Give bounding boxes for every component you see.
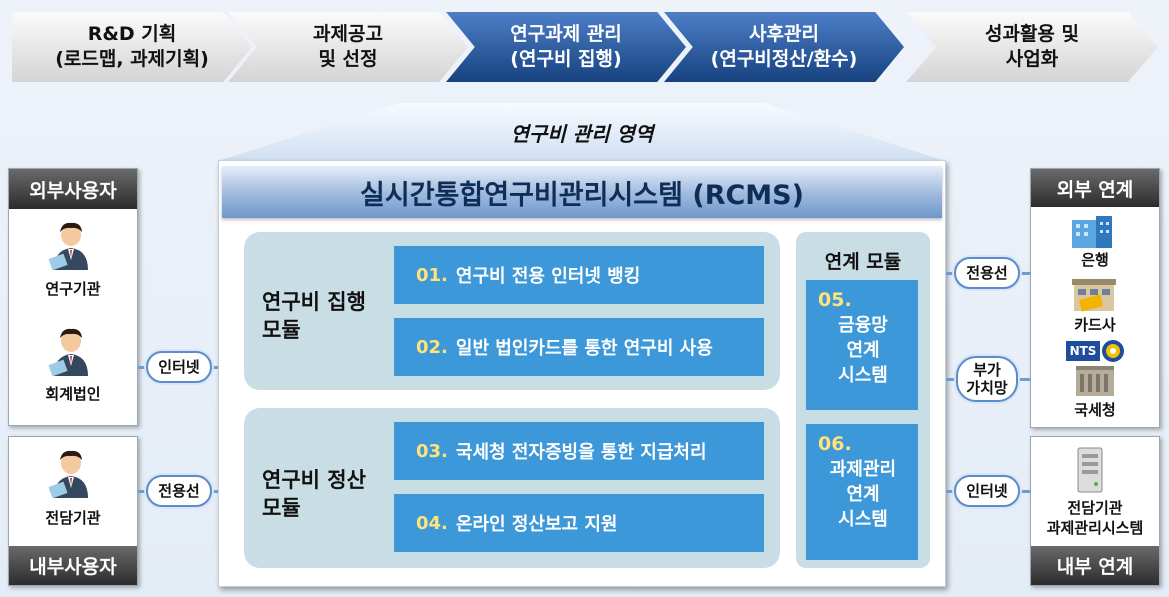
process-stage-label: 사후관리 (연구비정산/환수) bbox=[710, 23, 858, 70]
connector-label: 부가 가치망 bbox=[966, 361, 1008, 397]
link-label-nts: 국세청 bbox=[1074, 401, 1116, 419]
module-01: 01. 연구비 전용 인터넷 뱅킹 bbox=[394, 246, 764, 304]
internet-cloud: 인터넷 bbox=[954, 475, 1020, 507]
module-number: 06. bbox=[818, 433, 852, 455]
link-label-bank: 은행 bbox=[1081, 251, 1109, 269]
connector-label: 인터넷 bbox=[966, 482, 1008, 500]
module-text: 일반 법인카드를 통한 연구비 사용 bbox=[455, 338, 713, 359]
module-text: 국세청 전자증빙을 통한 지급처리 bbox=[455, 442, 707, 463]
person-icon bbox=[48, 450, 88, 498]
nts-emblem-icon bbox=[1102, 340, 1124, 362]
module-number: 02. bbox=[416, 336, 448, 358]
process-stage-label: 과제공고 및 선정 bbox=[313, 23, 383, 70]
internal-links-header-text: 내부 연계 bbox=[1056, 556, 1134, 578]
external-links-header-text: 외부 연계 bbox=[1056, 178, 1134, 201]
external-users-panel bbox=[8, 168, 138, 426]
connector-label: 전용선 bbox=[158, 482, 200, 500]
leased-line-cloud: 전용선 bbox=[954, 257, 1020, 289]
external-users-header: 외부사용자 bbox=[9, 169, 137, 209]
system-title: 실시간통합연구비관리시스템 (RCMS) bbox=[222, 166, 942, 218]
internet-cloud: 인터넷 bbox=[146, 351, 212, 383]
user-label-dedicated-agency: 전담기관 bbox=[45, 509, 101, 527]
module-text: 온라인 정산보고 지원 bbox=[455, 514, 618, 535]
leased-line-cloud: 전용선 bbox=[146, 475, 212, 507]
process-stage-selection: 과제공고 및 선정 bbox=[228, 12, 468, 82]
nts-logo: NTS bbox=[1066, 341, 1100, 361]
user-label-research-institute: 연구기관 bbox=[45, 280, 101, 298]
internal-links-header: 내부 연계 bbox=[1031, 546, 1159, 585]
module-05: 05. 금융망 연계 시스템 bbox=[806, 280, 918, 410]
module-number: 04. bbox=[416, 512, 448, 534]
module-text: 금융망 연계 시스템 bbox=[838, 315, 888, 386]
process-stage-label: 연구과제 관리 (연구비 집행) bbox=[510, 23, 622, 70]
execution-group-title: 연구비 집행 모듈 bbox=[262, 290, 366, 342]
nts-logo-text: NTS bbox=[1069, 344, 1097, 358]
server-icon bbox=[1077, 447, 1103, 493]
link-module-title: 연계 모듈 bbox=[824, 251, 902, 273]
process-stage-label: 성과활용 및 사업화 bbox=[984, 23, 1079, 70]
module-number: 01. bbox=[416, 264, 448, 286]
module-number: 03. bbox=[416, 440, 448, 462]
link-label-card-company: 카드사 bbox=[1074, 316, 1116, 334]
module-06: 06. 과제관리 연계 시스템 bbox=[806, 424, 918, 560]
person-icon bbox=[48, 222, 88, 270]
link-label-project-system: 전담기관 과제관리시스템 bbox=[1046, 499, 1144, 537]
module-04: 04. 온라인 정산보고 지원 bbox=[394, 494, 764, 552]
process-stage-project-management: 연구과제 관리 (연구비 집행) bbox=[446, 12, 686, 82]
module-03: 03. 국세청 전자증빙을 통한 지급처리 bbox=[394, 422, 764, 480]
module-02: 02. 일반 법인카드를 통한 연구비 사용 bbox=[394, 318, 764, 376]
internal-users-header-text: 내부사용자 bbox=[29, 556, 117, 578]
card-company-building-icon bbox=[1072, 279, 1116, 312]
connector-label: 전용선 bbox=[966, 264, 1008, 282]
van-cloud: 부가 가치망 bbox=[956, 356, 1018, 402]
process-stage-label: R&D 기획 (로드맵, 과제기획) bbox=[55, 23, 209, 70]
process-stage-post-management: 사후관리 (연구비정산/환수) bbox=[664, 12, 904, 82]
internal-users-header: 내부사용자 bbox=[9, 546, 137, 585]
process-stage-planning: R&D 기획 (로드맵, 과제기획) bbox=[12, 12, 252, 82]
module-text: 연구비 전용 인터넷 뱅킹 bbox=[455, 266, 641, 287]
settlement-group-title: 연구비 정산 모듈 bbox=[262, 468, 366, 520]
area-label: 연구비 관리 영역 bbox=[510, 122, 654, 146]
user-label-accounting-firm: 회계법인 bbox=[45, 385, 101, 403]
connector-label: 인터넷 bbox=[158, 358, 200, 376]
person-icon bbox=[48, 328, 88, 376]
bank-building-icon bbox=[1072, 216, 1112, 248]
process-stage-commercialization: 성과활용 및 사업화 bbox=[906, 12, 1158, 82]
tax-office-building-icon bbox=[1076, 366, 1114, 396]
external-users-header-text: 외부사용자 bbox=[29, 179, 117, 202]
external-links-header: 외부 연계 bbox=[1031, 169, 1159, 207]
module-text: 과제관리 연계 시스템 bbox=[829, 459, 897, 530]
module-number: 05. bbox=[818, 289, 852, 311]
system-title-text: 실시간통합연구비관리시스템 (RCMS) bbox=[360, 179, 804, 211]
